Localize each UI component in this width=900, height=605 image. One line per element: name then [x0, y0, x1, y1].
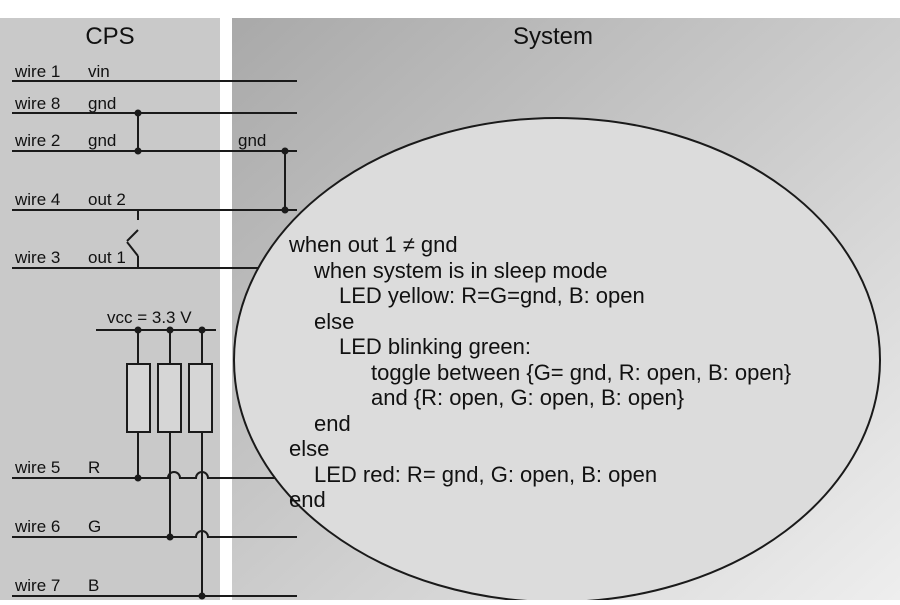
vcc-label: vcc = 3.3 V	[107, 308, 192, 327]
wire-4-name: wire 4	[14, 190, 60, 209]
resistor-g	[157, 363, 182, 433]
junction-dot	[134, 109, 142, 117]
junction-dot	[134, 147, 142, 155]
logic-line: else	[314, 309, 354, 334]
junction-dot	[166, 533, 174, 541]
logic-line: end	[314, 411, 351, 436]
cps-panel	[0, 18, 220, 600]
logic-line: LED blinking green:	[339, 334, 531, 359]
junction-dot	[198, 592, 206, 600]
wire-1-name: wire 1	[14, 62, 60, 81]
wire-8-signal: gnd	[88, 94, 116, 113]
logic-line: when out 1 ≠ gnd	[288, 232, 458, 257]
wire-labels: wire 1 vin wire 8 gnd wire 2 gnd wire 4 …	[14, 62, 126, 595]
junction-dot	[281, 147, 289, 155]
junction-dot	[134, 326, 142, 334]
switch-out1-blade	[126, 241, 139, 257]
resistor-r	[126, 363, 151, 433]
system-title: System	[513, 23, 593, 50]
switch-out2-blade	[126, 229, 139, 242]
logic-line: toggle between {G= gnd, R: open, B: open…	[371, 360, 791, 385]
wire-7-signal: B	[88, 576, 99, 595]
wire-1-signal: vin	[88, 62, 110, 81]
wire-5-name: wire 5	[14, 458, 60, 477]
logic-text: when out 1 ≠ gnd when system is in sleep…	[288, 232, 791, 512]
wire-6-name: wire 6	[14, 517, 60, 536]
logic-line: LED red: R= gnd, G: open, B: open	[314, 462, 657, 487]
junction-dot	[198, 326, 206, 334]
cps-title: CPS	[85, 23, 134, 50]
wire-2-signal: gnd	[88, 131, 116, 150]
wire-8-name: wire 8	[14, 94, 60, 113]
junction-dot	[166, 326, 174, 334]
logic-bubble	[233, 117, 881, 603]
logic-line: when system is in sleep mode	[313, 258, 607, 283]
wire-6-signal: G	[88, 517, 101, 536]
wire-3-signal: out 1	[88, 248, 126, 267]
top-margin	[0, 0, 900, 18]
junction-dot	[281, 206, 289, 214]
wire-3-name: wire 3	[14, 248, 60, 267]
wire-5-signal: R	[88, 458, 100, 477]
wire-2-name: wire 2	[14, 131, 60, 150]
system-gnd-label: gnd	[238, 131, 266, 150]
wire-7-name: wire 7	[14, 576, 60, 595]
wire-4-signal: out 2	[88, 190, 126, 209]
logic-line: and {R: open, G: open, B: open}	[371, 385, 684, 410]
logic-line: LED yellow: R=G=gnd, B: open	[339, 283, 645, 308]
logic-line: end	[289, 487, 326, 512]
junction-dot	[134, 474, 142, 482]
logic-line: else	[289, 436, 329, 461]
resistor-b	[188, 363, 213, 433]
panel-separator	[220, 18, 232, 600]
